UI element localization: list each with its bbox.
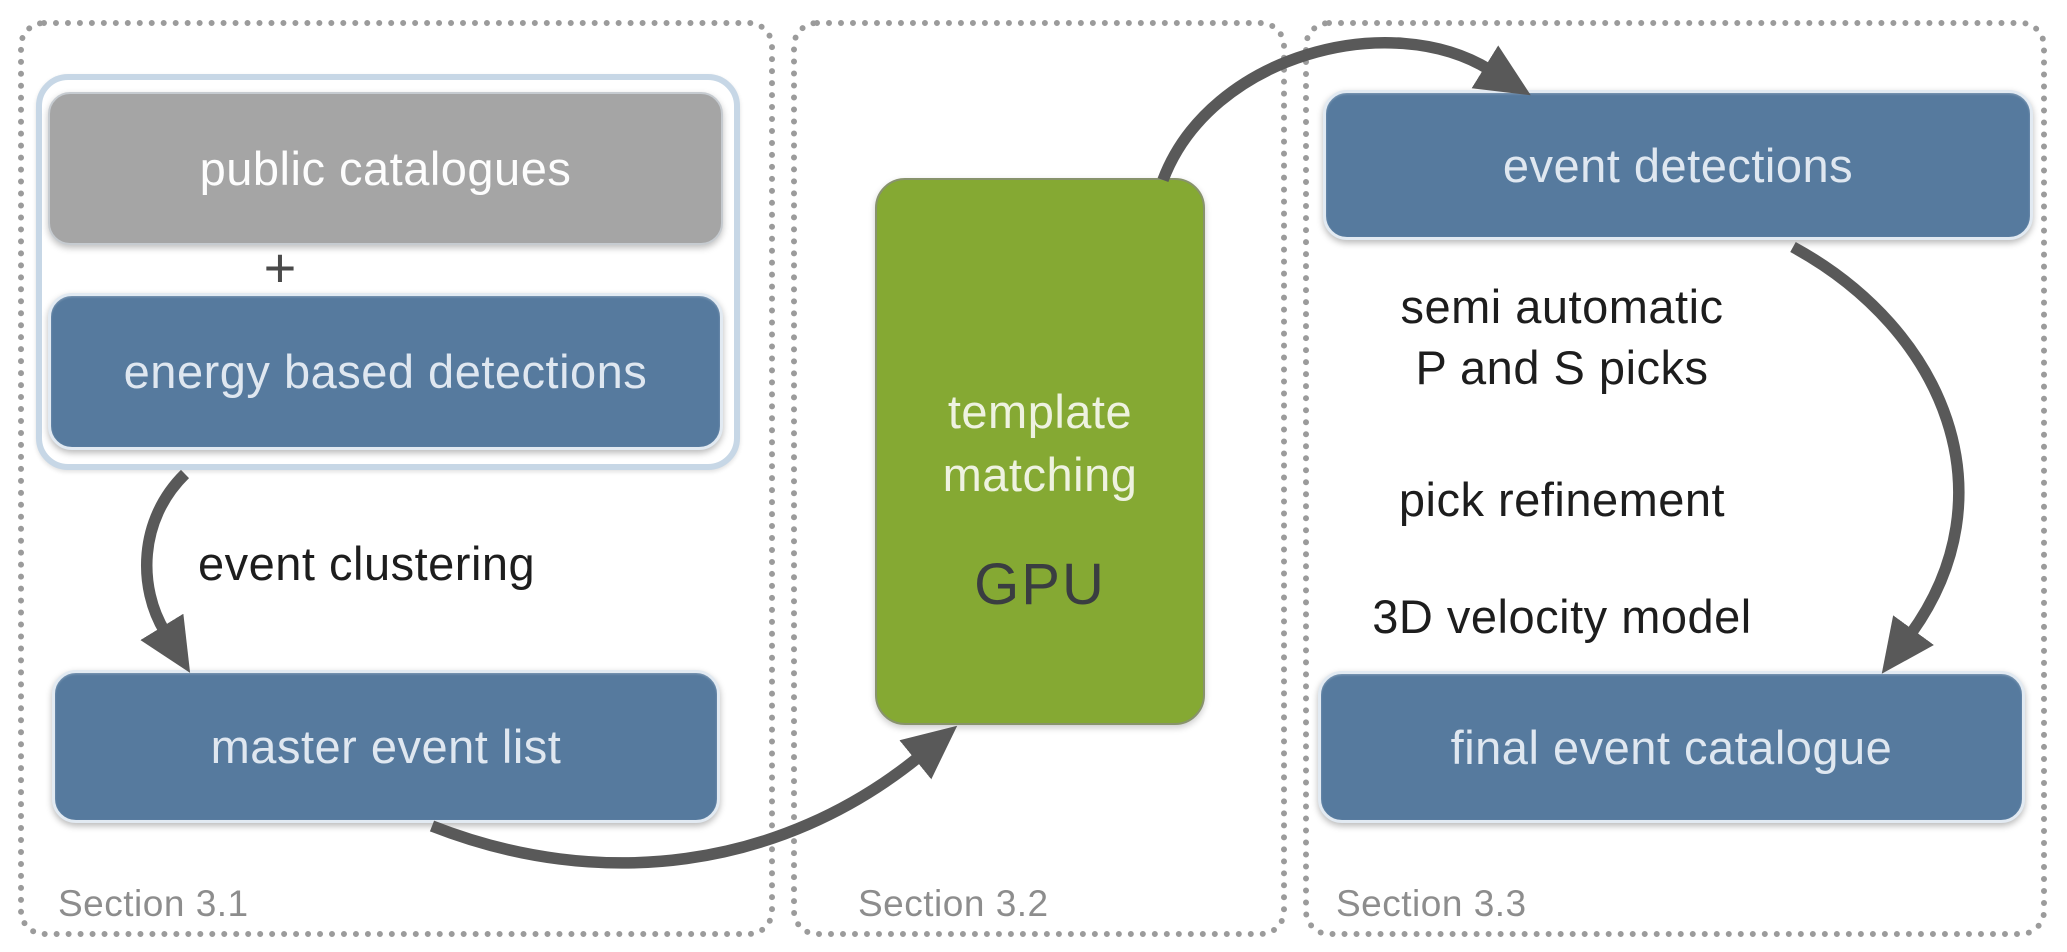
label-3d-velocity-model: 3D velocity model: [1372, 590, 1752, 643]
section-3-3-label: Section 3.3: [1336, 883, 1527, 924]
node-event-detections: event detections: [1323, 90, 2033, 240]
label-semi-automatic: semi automatic: [1400, 280, 1724, 333]
label-event-clustering: event clustering: [198, 537, 536, 590]
template-matching-line2: matching: [942, 448, 1138, 501]
section-3-3-frame: [1303, 20, 2047, 937]
gpu-label: GPU: [974, 552, 1106, 617]
label-pick-refinement: pick refinement: [1398, 473, 1726, 526]
label-p-and-s-picks: P and S picks: [1415, 341, 1709, 394]
section-3-2-label: Section 3.2: [858, 883, 1049, 924]
node-public-catalogues: public catalogues: [48, 92, 723, 245]
node-template-matching-gpu: template matching GPU: [875, 178, 1205, 725]
section-3-1-frame: [18, 20, 775, 937]
node-final-event-catalogue: final event catalogue: [1318, 671, 2025, 823]
node-master-event-list: master event list: [52, 670, 720, 823]
template-matching-line1: template: [947, 385, 1133, 438]
section-3-2-frame: [791, 20, 1287, 937]
plus-sign: +: [263, 236, 297, 299]
node-energy-based-detections: energy based detections: [48, 293, 723, 450]
section-3-1-label: Section 3.1: [58, 883, 249, 924]
